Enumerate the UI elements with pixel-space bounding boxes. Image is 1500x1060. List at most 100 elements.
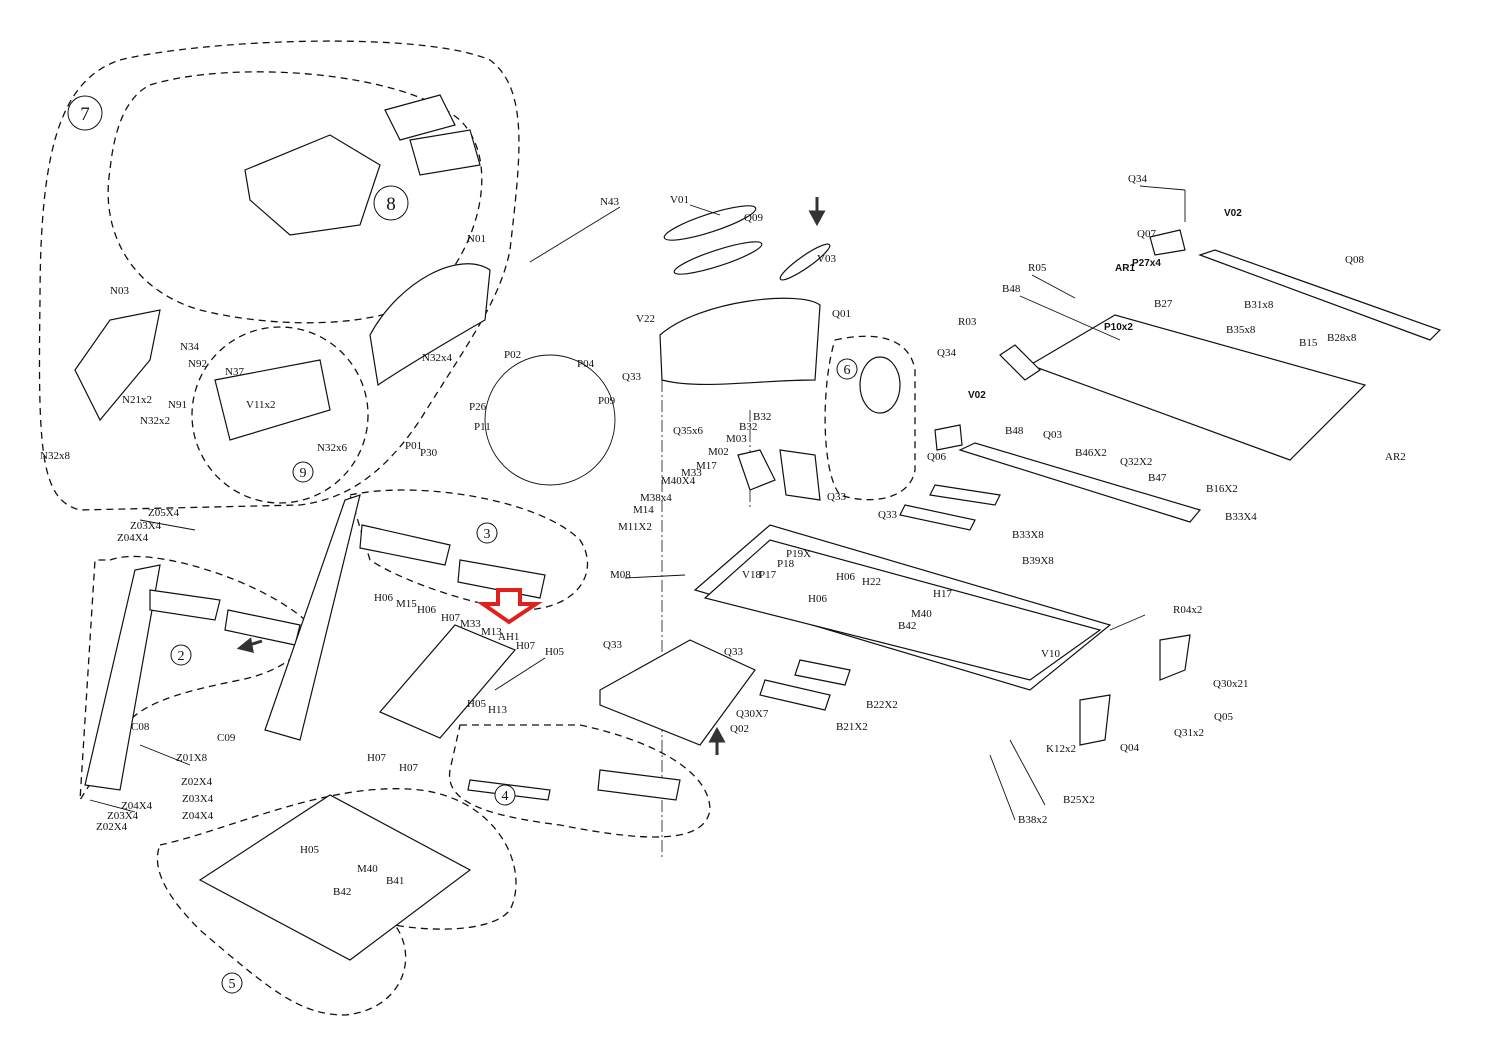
part-label: M33 [681,467,702,479]
part-label: P27x4 [1132,258,1161,269]
part-label: H07 [441,612,460,624]
part-label: M33 [460,618,481,630]
part-label: B31x8 [1244,299,1274,311]
part-label: Q35x6 [673,425,703,437]
part-label: B16X2 [1206,483,1238,495]
group-number: 9 [300,466,307,481]
part-label: H07 [399,762,418,774]
part-label: Q31x2 [1174,727,1204,739]
group-number: 8 [386,194,396,215]
running-deck-b15 [1028,314,1367,461]
part-label: V02 [1224,208,1242,219]
arrow-down-icon [808,197,826,227]
part-label: M40X4 [661,475,696,487]
group-number-circle [292,461,314,483]
part-label: B47 [1148,472,1167,484]
part-label: M08 [610,569,631,581]
part-label: N21x2 [122,394,152,406]
decal-q09 [673,241,763,275]
part-label: R05 [1028,262,1047,274]
part-label: M03 [726,433,747,445]
group-7-outline [38,40,520,511]
part-label: M13 [481,626,502,638]
part-label: B28x8 [1327,332,1357,344]
end-cap-q05 [1159,634,1191,681]
part-label: N92 [188,358,207,370]
part-label: Q33 [603,639,622,651]
part-label: B32 [739,421,757,433]
controller-board [779,449,821,501]
part-label: Q30x21 [1213,678,1248,690]
part-label: P18 [777,558,795,570]
part-label: B33X4 [1225,511,1257,523]
part-label: M11X2 [618,521,652,533]
part-label: H06 [417,604,436,616]
part-label: B22X2 [866,699,898,711]
part-label: Z03X4 [182,793,214,805]
part-label: M17 [696,460,717,472]
group-number-circle [476,522,498,544]
part-label: V18 [742,569,761,581]
part-label: Q32X2 [1120,456,1152,468]
right-upright [264,494,361,741]
handlebar-right [359,524,451,566]
part-label: Q34 [1128,173,1147,185]
part-label: B41 [386,875,404,887]
lift-frame [379,624,516,739]
part-label: N32x8 [40,450,70,462]
part-label: N34 [180,341,199,353]
side-rail-q08 [1198,249,1442,341]
part-label: N03 [110,285,129,297]
part-label: AR2 [1385,451,1406,463]
handlebar-left [149,589,221,621]
bracket-b33 [929,484,1001,506]
part-label: P19X [786,548,811,560]
part-label: H05 [300,844,319,856]
bracket-b21 [759,679,831,711]
group-number-circle [221,972,243,994]
part-label: Q30X7 [736,708,769,720]
part-label: Z04X4 [117,532,149,544]
part-label: N91 [168,399,187,411]
wiring-outline [484,354,616,486]
decal-v03 [779,243,831,281]
part-label: B48 [1002,283,1021,295]
group-number-circle [373,185,409,221]
part-label: B42 [898,620,916,632]
part-label: V01 [670,194,689,206]
group-3-outline [349,489,589,611]
cover-n01 [369,263,491,387]
part-label: B46X2 [1075,447,1107,459]
part-label: C09 [217,732,236,744]
part-label: Q33 [827,491,846,503]
group-6-outline [824,335,916,501]
part-label: B27 [1154,298,1173,310]
part-label: H07 [367,752,386,764]
main-frame-inner [703,539,1102,681]
part-label: H05 [545,646,564,658]
part-label: H05 [467,698,486,710]
part-label: B42 [333,886,351,898]
leader-lines [89,185,1186,821]
part-label: M38x4 [640,492,672,504]
part-label: M40 [357,863,378,875]
part-label: Z01X8 [176,752,208,764]
group-number: 6 [844,363,851,378]
part-label: B35x8 [1226,324,1256,336]
part-label: Q06 [927,451,946,463]
part-label: P01 [405,440,422,452]
part-label: Z03X4 [107,810,139,822]
part-label: P09 [598,395,616,407]
part-label: AR1 [1115,263,1135,274]
part-label: N43 [600,196,619,208]
part-label: B33X8 [1012,529,1044,541]
part-label: Z04X4 [182,810,214,822]
part-label: Q02 [730,723,749,735]
part-label: B38x2 [1018,814,1047,826]
console-overlay [384,94,456,141]
motor-part-m02 [737,449,776,491]
part-label: P10x2 [1104,322,1133,333]
part-label: Q01 [832,308,851,320]
